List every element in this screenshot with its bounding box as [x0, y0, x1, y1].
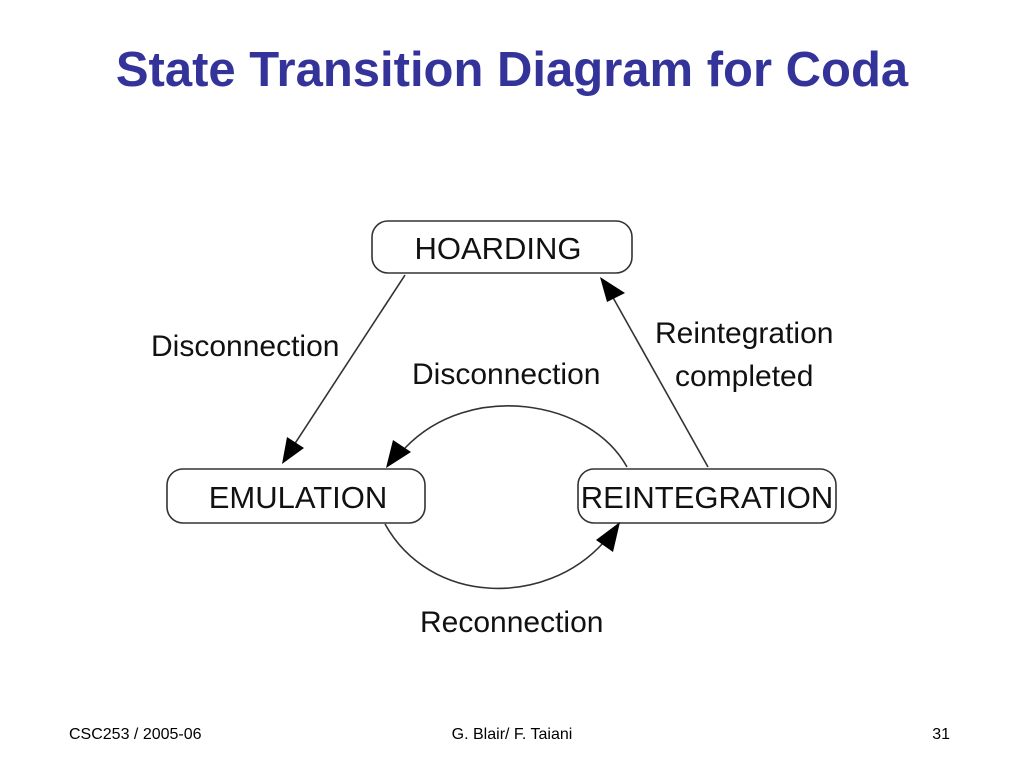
- arrow-head-icon: [596, 522, 620, 552]
- state-reintegration: REINTEGRATION: [577, 468, 837, 524]
- footer-authors: G. Blair/ F. Taiani: [451, 726, 573, 743]
- slide-title: State Transition Diagram for Coda: [115, 43, 909, 97]
- edge-reintegration-to-emulation-label: Disconnection: [412, 358, 600, 391]
- edge-emulation-to-reintegration-label: Reconnection: [420, 606, 603, 639]
- footer-page-number: 31: [932, 726, 950, 743]
- arrow-head-icon: [282, 437, 304, 464]
- edge-hoarding-to-emulation: Disconnection: [151, 274, 406, 464]
- arrow-head-icon: [386, 440, 411, 468]
- state-reintegration-label: REINTEGRATION: [581, 480, 834, 515]
- state-emulation: EMULATION: [166, 468, 426, 524]
- footer-course: CSC253 / 2005-06: [69, 726, 202, 743]
- arrow-head-icon: [600, 277, 625, 302]
- edge-emulation-to-reintegration: Reconnection: [384, 522, 620, 639]
- edge-reintegration-to-emulation: Disconnection: [386, 358, 628, 468]
- edge-reintegration-to-hoarding: Reintegration completed: [600, 277, 833, 468]
- state-hoarding: HOARDING: [371, 220, 633, 274]
- state-emulation-label: EMULATION: [209, 480, 388, 515]
- edge-reintegration-to-hoarding-label-2: completed: [675, 360, 813, 393]
- edge-reintegration-to-hoarding-label-1: Reintegration: [655, 317, 833, 350]
- state-hoarding-label: HOARDING: [414, 231, 581, 266]
- edge-hoarding-to-emulation-label: Disconnection: [151, 330, 339, 363]
